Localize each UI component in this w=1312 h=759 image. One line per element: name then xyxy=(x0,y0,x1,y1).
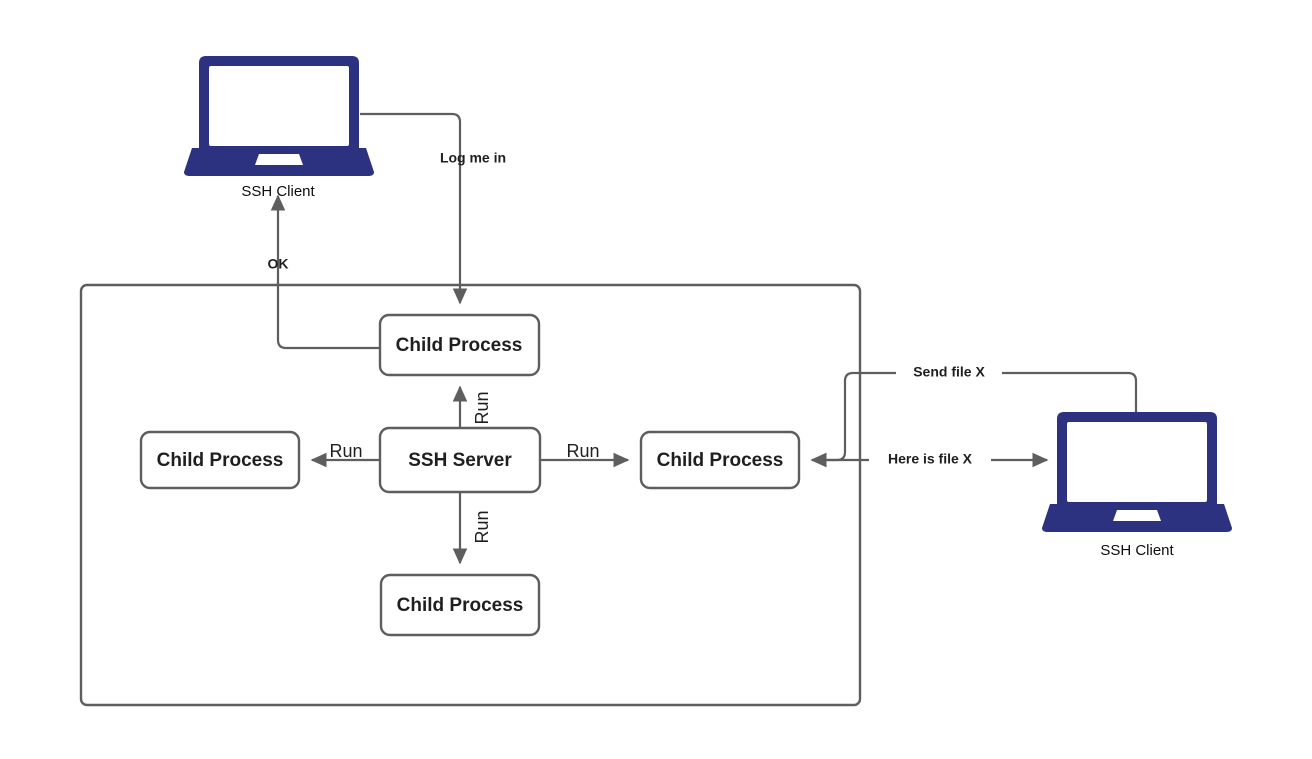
label-backdrop xyxy=(896,363,1002,383)
edge-label-text: Log me in xyxy=(440,150,506,166)
node-child-process-right[interactable]: Child Process xyxy=(639,430,801,490)
node-box[interactable] xyxy=(139,430,301,490)
edge-label-text: OK xyxy=(268,256,289,272)
node-ssh-server[interactable]: SSH Server xyxy=(378,426,542,494)
node-label: Child Process xyxy=(657,450,784,471)
node-child-process-bottom[interactable]: Child Process xyxy=(379,573,541,637)
edge-label-ok: OK xyxy=(268,256,289,272)
device-ssh-client-right[interactable]: SSH Client xyxy=(1042,412,1232,559)
device-label: SSH Client xyxy=(241,183,315,200)
ssh-server-host-boundary xyxy=(79,283,862,707)
node-box[interactable] xyxy=(378,313,541,377)
edge-label-text: Send file X xyxy=(913,364,985,380)
edge-label-run-left: Run xyxy=(329,441,362,461)
device-label: SSH Client xyxy=(1100,542,1174,559)
label-backdrop xyxy=(869,450,991,470)
edge-label-run-up: Run xyxy=(472,391,492,424)
edge-label-send-file-x: Send file X xyxy=(896,363,1002,383)
node-box[interactable] xyxy=(378,426,542,494)
node-label: Child Process xyxy=(397,595,524,616)
edge-label-log-me-in: Log me in xyxy=(440,150,506,166)
edge-label-text: Run xyxy=(329,441,362,461)
device-ssh-client-top[interactable]: SSH Client xyxy=(184,56,374,200)
node-child-process-top[interactable]: Child Process xyxy=(378,313,541,377)
edge-label-text: Run xyxy=(472,510,492,543)
node-label: Child Process xyxy=(157,450,284,471)
edge-label-here-is-file-x: Here is file X xyxy=(869,450,991,470)
node-child-process-left[interactable]: Child Process xyxy=(139,430,301,490)
edge-label-run-down: Run xyxy=(472,510,492,543)
edge-label-text: Here is file X xyxy=(888,451,973,467)
laptop-icon xyxy=(1042,412,1232,532)
node-label: Child Process xyxy=(396,335,523,356)
node-box[interactable] xyxy=(639,430,801,490)
node-box[interactable] xyxy=(379,573,541,637)
edge-ok xyxy=(270,194,379,350)
laptop-icon xyxy=(184,56,374,176)
edge-label-run-right: Run xyxy=(566,441,599,461)
edge-log-me-in xyxy=(360,112,468,305)
node-label: SSH Server xyxy=(408,450,512,471)
edge-label-text: Run xyxy=(472,391,492,424)
edge-label-text: Run xyxy=(566,441,599,461)
